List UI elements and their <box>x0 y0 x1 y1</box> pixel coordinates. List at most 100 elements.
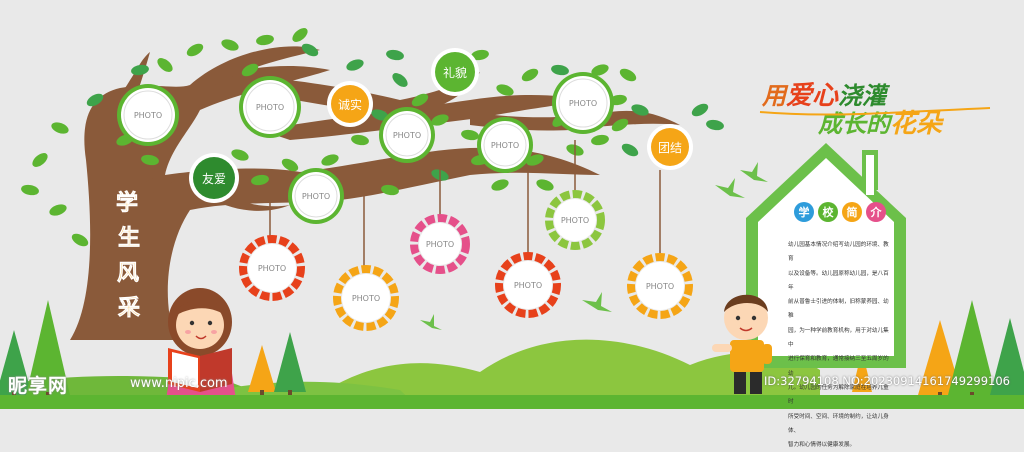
value-badge-friendly: 友爱 <box>189 153 239 203</box>
intro-line: 园，为一种学前教育机构，用于对幼儿集中 <box>788 327 889 349</box>
value-friendly: 友爱 <box>202 172 226 186</box>
leaf <box>536 179 554 191</box>
title-circle <box>794 202 814 222</box>
leaf <box>491 179 509 191</box>
photo-frames: PHOTO PHOTO PHOTO PHOTO PHOTO PHOTO PHOTO PHOTO… <box>117 72 693 331</box>
leaf <box>251 174 269 186</box>
canvas: PHOTO PHOTO PHOTO PHOTO PHOTO PHOTO PHOTO PHOTO… <box>0 28 1024 448</box>
leaf <box>386 49 404 61</box>
leaf <box>591 64 609 76</box>
leaf <box>619 68 637 82</box>
slogan-1c: 浇灌 <box>838 81 891 110</box>
photo-label: PHOTO <box>569 99 597 108</box>
photo-label: PHOTO <box>258 264 286 273</box>
leaf <box>32 153 48 167</box>
value-unity: 团结 <box>658 141 682 155</box>
leaf <box>351 134 369 146</box>
slogan-1a: 用 <box>761 81 789 110</box>
school-title-char: 简 <box>847 205 858 219</box>
photo-frame: PHOTO <box>117 84 179 146</box>
leaf <box>241 63 259 77</box>
svg-text:用爱心浇灌: 用爱心浇灌 <box>761 81 891 111</box>
leaf <box>71 233 89 247</box>
leaf <box>131 64 149 76</box>
photo-frame: PHOTO <box>239 235 305 301</box>
leaf <box>621 143 639 157</box>
tree-title-char: 风 <box>117 261 139 286</box>
photo-frame: PHOTO <box>545 190 605 250</box>
photo-label: PHOTO <box>302 192 330 201</box>
photo-frame: PHOTO <box>552 72 614 134</box>
photo-frame: PHOTO <box>288 168 344 224</box>
leaf <box>551 64 569 76</box>
title-circle <box>818 202 838 222</box>
leaf <box>381 184 399 196</box>
leaf <box>471 49 489 61</box>
slogan-1b: 爱心 <box>786 81 839 111</box>
value-honest: 诚实 <box>338 97 362 112</box>
photo-frame: PHOTO <box>477 117 533 173</box>
leaf <box>706 119 724 131</box>
leaf <box>691 103 709 117</box>
leaf <box>281 158 299 172</box>
leaf <box>256 34 274 46</box>
watermark-url: www.nipic.com <box>130 376 228 391</box>
tree-title-char: 学 <box>116 190 138 216</box>
leaf <box>21 184 39 196</box>
photo-label: PHOTO <box>256 103 284 112</box>
photo-frame: PHOTO <box>379 107 435 163</box>
photo-label: PHOTO <box>426 240 454 249</box>
leaf <box>411 93 429 107</box>
leaf <box>292 28 308 42</box>
leaf <box>392 73 408 87</box>
photo-label: PHOTO <box>134 111 162 120</box>
slogan-2b: 花朵 <box>890 109 944 139</box>
intro-line: 幼儿园基本情况介绍写幼儿园的环境、教育 <box>788 242 889 263</box>
watermark-logo: 昵享网 <box>8 375 69 397</box>
leaf <box>141 154 159 166</box>
leaf <box>631 104 649 116</box>
leaf <box>186 43 204 57</box>
tree-title-char: 采 <box>118 296 140 321</box>
leaf <box>231 149 249 161</box>
photo-label: PHOTO <box>561 216 589 225</box>
leaf <box>496 84 514 96</box>
title-circle <box>866 202 886 222</box>
intro-line: 儿。幼儿园的任务为解除家庭在培养儿童时 <box>788 384 889 406</box>
hanging-strings <box>269 140 661 270</box>
school-intro-title: 学校简介 <box>794 202 886 222</box>
photo-label: PHOTO <box>646 282 674 291</box>
photo-frame: PHOTO <box>410 214 470 274</box>
intro-line: 前从普鲁士引进的体制，旧称蒙养园、幼稚 <box>788 299 889 320</box>
photo-label: PHOTO <box>491 141 519 150</box>
leaf <box>521 68 539 82</box>
leaf <box>86 93 104 107</box>
leaf <box>301 43 319 57</box>
leaf <box>611 118 629 132</box>
title-circle <box>842 202 862 222</box>
leaf <box>321 154 339 166</box>
photo-label: PHOTO <box>352 294 380 303</box>
school-intro-text: 幼儿园基本情况介绍写幼儿园的环境、教育以及设备等。幼儿园原称幼儿园，是八百年前从… <box>788 238 892 452</box>
intro-line: 进行保育和教育，通常接纳三至五周岁的幼 <box>788 356 889 377</box>
intro-line: 以及设备等。幼儿园原称幼儿园，是八百年 <box>788 270 889 291</box>
wall-graphic: PHOTO PHOTO PHOTO PHOTO PHOTO PHOTO PHOTO PHOTO… <box>0 28 1024 409</box>
photo-frame: PHOTO <box>239 76 301 138</box>
leaf <box>591 134 609 146</box>
tree-title-char: 生 <box>118 226 140 251</box>
leaf <box>461 129 479 141</box>
photo-frame: PHOTO <box>495 252 561 318</box>
school-title-char: 学 <box>799 205 810 219</box>
watermark-id: ID:32794108 NO:20230914161749299106 <box>764 374 1010 388</box>
header-slogan: 用爱心浇灌 成长的花朵 <box>759 81 991 139</box>
leaf <box>346 59 364 71</box>
intro-line: 智力和心情得以健康发展。 <box>788 442 856 449</box>
leaf <box>49 204 67 216</box>
value-badge-polite: 礼貌 <box>431 48 479 96</box>
leaf <box>51 122 69 134</box>
school-title-char: 介 <box>870 205 883 219</box>
value-badge-unity: 团结 <box>647 124 693 170</box>
photo-label: PHOTO <box>393 131 421 140</box>
leaf <box>157 58 173 72</box>
girl-reading-illustration <box>166 288 236 400</box>
